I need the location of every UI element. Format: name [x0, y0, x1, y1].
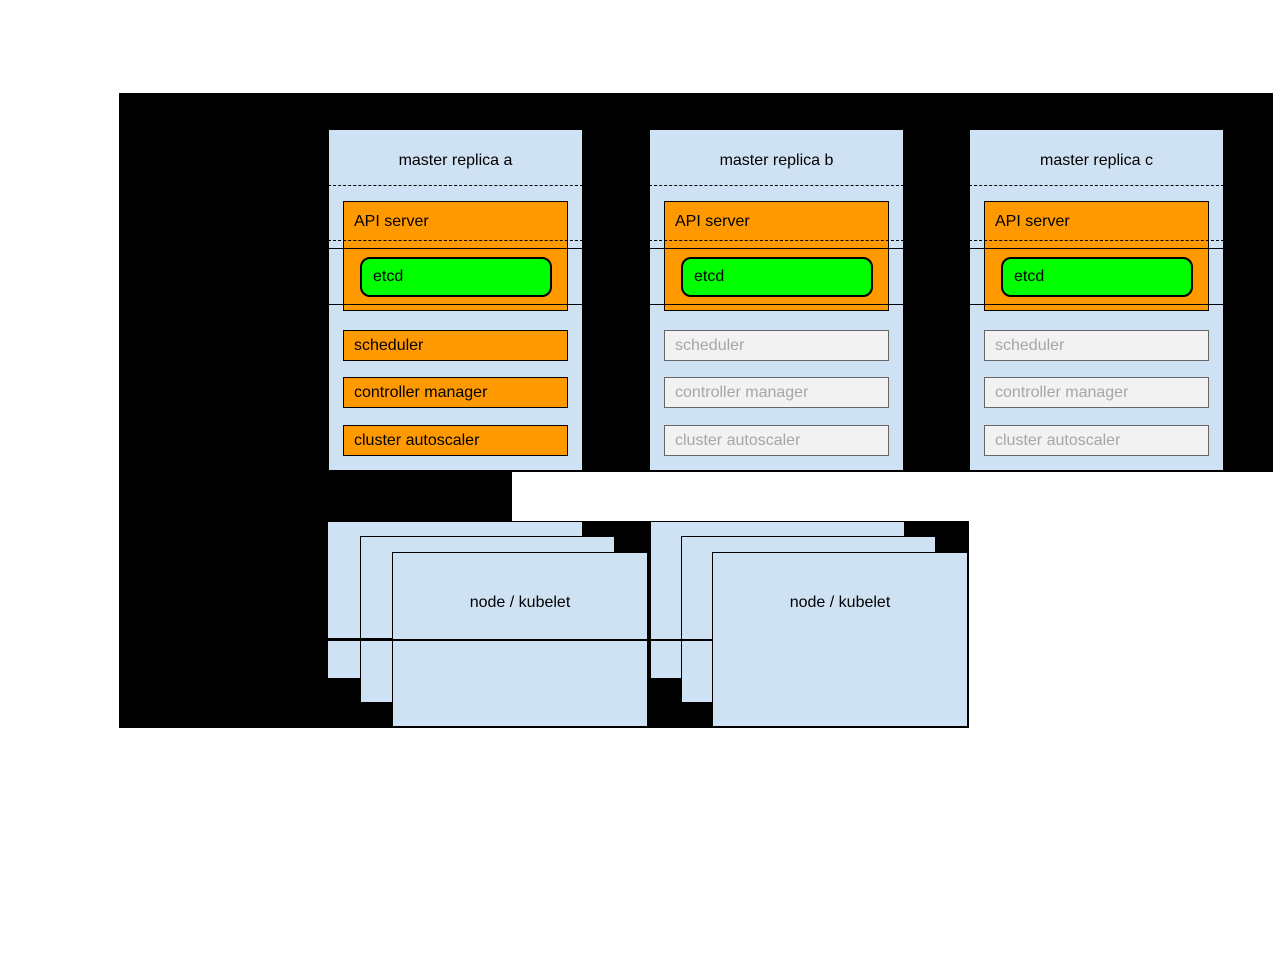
- master-replica-a-panel: master replica a API server etcd schedul…: [328, 129, 583, 471]
- controller-manager-box-inactive: controller manager: [664, 377, 889, 408]
- node-kubelet-label: node / kubelet: [469, 594, 571, 611]
- controller-manager-box: controller manager: [343, 377, 568, 408]
- master-replica-c-panel: master replica c API server etcd schedul…: [969, 129, 1224, 471]
- node-divider-line-thick: [327, 638, 392, 641]
- master-replica-b-title: master replica b: [719, 152, 834, 169]
- divider-solid-upper: [649, 248, 904, 249]
- etcd-box: etcd: [360, 257, 552, 297]
- divider-dashed-top: [969, 185, 1224, 186]
- scheduler-box: scheduler: [343, 330, 568, 361]
- divider-dashed-mid: [328, 240, 583, 241]
- node-kubelet-label: node / kubelet: [789, 594, 891, 611]
- cluster-autoscaler-box: cluster autoscaler: [343, 425, 568, 456]
- divider-dashed-top: [649, 185, 904, 186]
- etcd-box: etcd: [1001, 257, 1193, 297]
- scheduler-box-inactive: scheduler: [664, 330, 889, 361]
- divider-dashed-mid: [969, 240, 1224, 241]
- divider-solid-lower: [969, 304, 1224, 305]
- cluster-autoscaler-box-inactive: cluster autoscaler: [664, 425, 889, 456]
- api-server-label: API server: [995, 213, 1070, 230]
- api-server-box: API server etcd: [343, 201, 568, 311]
- node-divider-line: [392, 639, 712, 641]
- api-server-box: API server etcd: [984, 201, 1209, 311]
- cluster-autoscaler-box-inactive: cluster autoscaler: [984, 425, 1209, 456]
- divider-dashed-top: [328, 185, 583, 186]
- divider-solid-upper: [328, 248, 583, 249]
- etcd-box: etcd: [681, 257, 873, 297]
- api-server-label: API server: [675, 213, 750, 230]
- api-server-box: API server etcd: [664, 201, 889, 311]
- node-stack-right-front: node / kubelet: [712, 552, 968, 727]
- api-server-label: API server: [354, 213, 429, 230]
- scheduler-box-inactive: scheduler: [984, 330, 1209, 361]
- divider-dashed-mid: [649, 240, 904, 241]
- master-replica-a-title: master replica a: [398, 152, 513, 169]
- divider-solid-lower: [649, 304, 904, 305]
- divider-solid-lower: [328, 304, 583, 305]
- master-replica-c-title: master replica c: [1040, 152, 1153, 169]
- master-replica-b-panel: master replica b API server etcd schedul…: [649, 129, 904, 471]
- controller-manager-box-inactive: controller manager: [984, 377, 1209, 408]
- divider-solid-upper: [969, 248, 1224, 249]
